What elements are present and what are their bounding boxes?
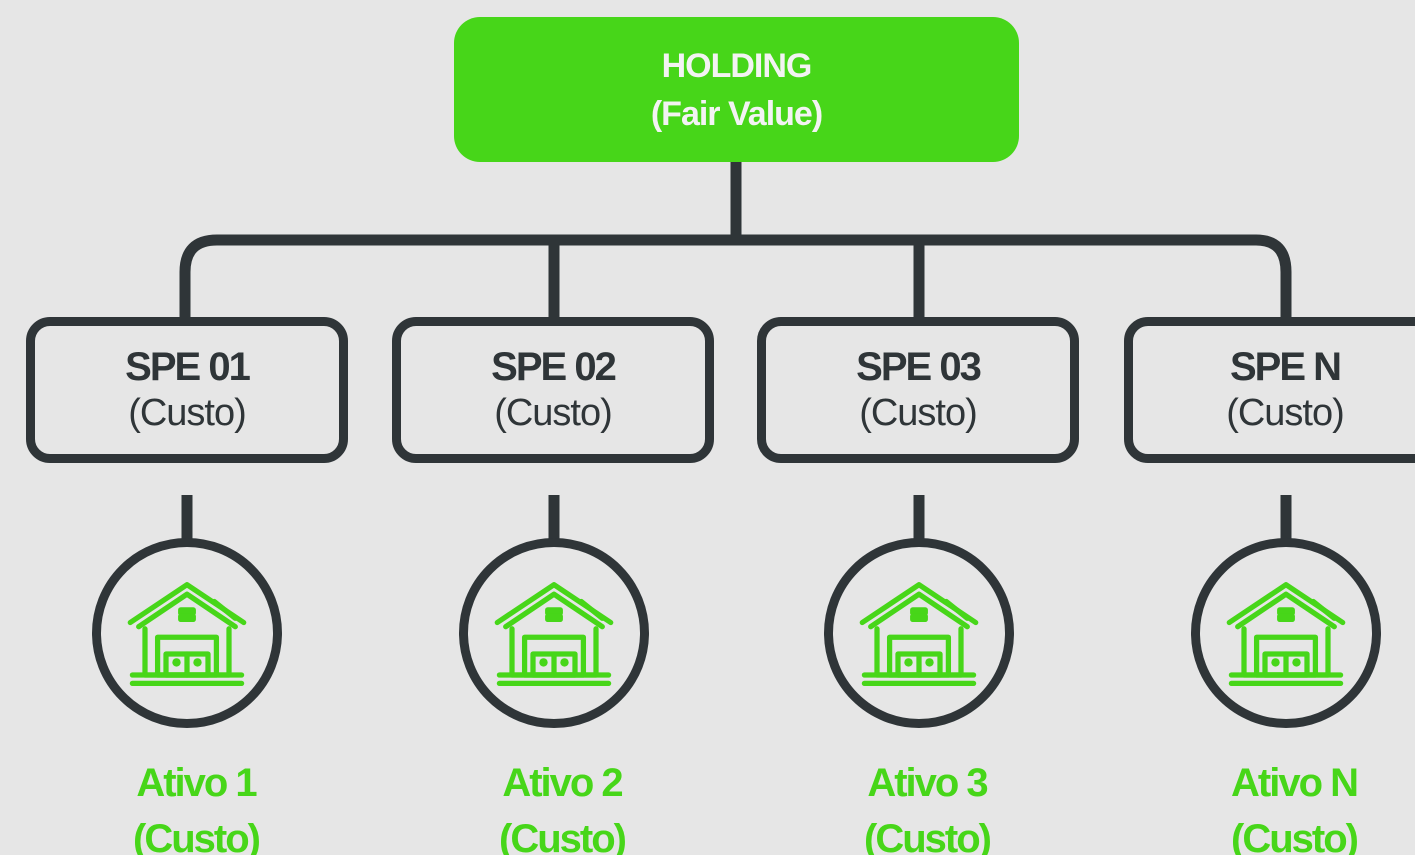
asset-node-1 (92, 538, 282, 728)
asset-node-3 (824, 538, 1014, 728)
holding-subtitle: (Fair Value) (650, 94, 823, 133)
holding-title: HOLDING (661, 46, 813, 85)
spe-node-02: SPE 02 (Custo) (392, 317, 714, 463)
asset-title: Ativo 3 (867, 761, 988, 805)
asset-node-2 (459, 538, 649, 728)
asset-node-n (1191, 538, 1381, 728)
warehouse-icon (859, 582, 979, 687)
asset-subtitle: (Custo) (133, 817, 261, 855)
asset-label-2: Ativo 2 (Custo) (452, 755, 672, 855)
spe-subtitle: (Custo) (1226, 392, 1345, 434)
spe-title: SPE 02 (491, 345, 617, 389)
asset-subtitle: (Custo) (864, 817, 992, 855)
spe-subtitle: (Custo) (494, 392, 613, 434)
asset-subtitle: (Custo) (1231, 817, 1359, 855)
spe-node-01: SPE 01 (Custo) (26, 317, 348, 463)
spe-subtitle: (Custo) (859, 392, 978, 434)
asset-label-3: Ativo 3 (Custo) (817, 755, 1037, 855)
spe-title: SPE N (1229, 345, 1342, 389)
holding-node: HOLDING (Fair Value) (454, 17, 1019, 162)
horizontal-bus (179, 234, 1292, 318)
spe-node-03: SPE 03 (Custo) (757, 317, 1079, 463)
spe-node-n: SPE N (Custo) (1124, 317, 1415, 463)
asset-title: Ativo 2 (502, 761, 623, 805)
asset-label-1: Ativo 1 (Custo) (86, 755, 306, 855)
warehouse-icon (494, 582, 614, 687)
warehouse-icon (127, 582, 247, 687)
spe-title: SPE 01 (125, 345, 251, 389)
asset-label-n: Ativo N (Custo) (1184, 755, 1404, 855)
spe-title: SPE 03 (856, 345, 982, 389)
spe-subtitle: (Custo) (128, 392, 247, 434)
asset-title: Ativo N (1231, 761, 1359, 805)
asset-subtitle: (Custo) (499, 817, 627, 855)
asset-title: Ativo 1 (136, 761, 257, 805)
warehouse-icon (1226, 582, 1346, 687)
